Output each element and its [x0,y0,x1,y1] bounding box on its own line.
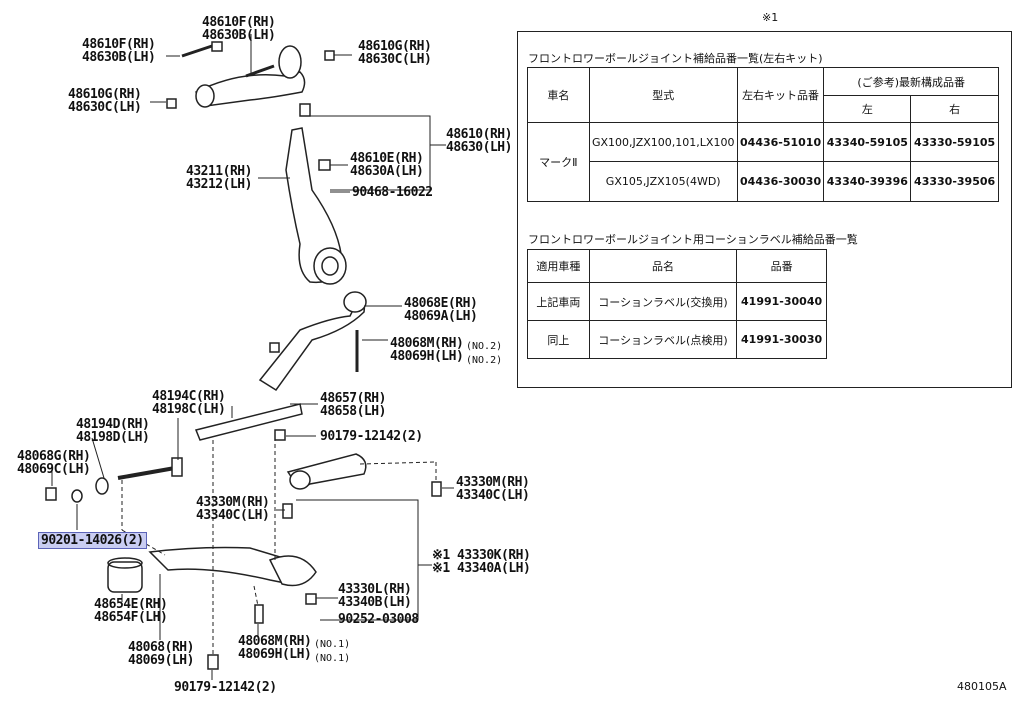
upper-arm-bushing-front [195,84,215,108]
cell-right: 43330-39506 [910,161,999,202]
label-no1-rh: (NO.1) [314,639,351,650]
parts-info-box [517,31,1012,388]
label-48194d: 48194D(RH) 48198D(LH) [76,417,150,445]
th-ref: (ご参考)最新構成品番 [823,67,999,96]
cell-kit: 04436-51010 [736,122,825,162]
cell-car-name: マークⅡ [527,122,590,202]
cell-model: GX105,JZX105(4WD) [588,161,738,202]
th-model: 型式 [588,67,738,123]
label-43330m-right: 43330M(RH) 43340C(LH) [456,475,530,503]
label-48068m-no1: 48068M(RH) 48069H(LH) [238,634,312,662]
label-90468: 90468-16022 [352,185,433,200]
label-48654e: 48654E(RH) 48654F(LH) [94,597,168,625]
table2-caption: フロントロワーボールジョイント用コーションラベル補給品番一覧 [528,233,858,246]
label-48068e: 48068E(RH) 48069A(LH) [404,296,478,324]
cell-vehicle: 同上 [527,320,590,359]
label-43211: 43211(RH) 43212(LH) [186,164,252,192]
cell-name: コーションラベル(点検用) [588,320,738,359]
cell-part: 41991-30040 [736,282,827,321]
label-48610g-top: 48610G(RH) 48630C(LH) [358,39,432,67]
label-43330l: 43330L(RH) 43340B(LH) [338,582,412,610]
upper-arm-bushing-rear [278,45,302,79]
label-no1-lh: (NO.1) [314,653,351,664]
th-name: 品名 [588,249,738,283]
label-90179-bottom: 90179-12142(2) [174,680,277,695]
cell-name: コーションラベル(交換用) [588,282,738,321]
cell-model: GX100,JZX100,101,LX100 [588,122,738,162]
stabilizer-plate [194,403,303,441]
label-48194c: 48194C(RH) 48198C(LH) [152,389,226,417]
label-no2-rh: (NO.2) [466,341,503,352]
lower-arm-bushing [107,561,143,593]
label-90252: 90252-03008 [338,612,419,627]
label-no2-lh: (NO.2) [466,355,503,366]
label-48657: 48657(RH) 48658(LH) [320,391,386,419]
label-43330m-mid: 43330M(RH) 43340C(LH) [196,495,270,523]
ball-joint-kit-table: 車名 型式 左右キット品番 (ご参考)最新構成品番 左 右 マークⅡ GX100… [527,67,999,202]
th-kit: 左右キット品番 [736,67,825,123]
label-48068g: 48068G(RH) 48069C(LH) [17,449,91,477]
th-right: 右 [910,95,999,123]
label-48068: 48068(RH) 48069(LH) [128,640,194,668]
th-car: 車名 [527,67,590,123]
label-90201-highlighted[interactable]: 90201-14026(2) [38,532,147,549]
label-43330k: ※1 43330K(RH) ※1 43340A(LH) [432,548,531,576]
label-90179-top: 90179-12142(2) [320,429,423,444]
cell-left: 43340-59105 [823,122,912,162]
label-48610e: 48610E(RH) 48630A(LH) [350,151,424,179]
label-48610f: 48610F(RH) 48630B(LH) [82,37,156,65]
label-48610: 48610(RH) 48630(LH) [446,127,512,155]
cell-part: 41991-30030 [736,320,827,359]
label-48068m-no2: 48068M(RH) 48069H(LH) [390,336,464,364]
caution-label-table: 適用車種 品名 品番 上記車両 コーションラベル(交換用) 41991-3004… [527,249,827,359]
figure-number: 480105A [957,680,1007,693]
table1-caption: フロントロワーボールジョイント補給品番一覧(左右キット) [528,52,823,65]
cell-kit: 04436-30030 [736,161,825,202]
note-mark: ※1 [762,11,779,24]
cell-left: 43340-39396 [823,161,912,202]
upper-control-arm [194,71,306,107]
label-48610g-left: 48610G(RH) 48630C(LH) [68,87,142,115]
th-part: 品番 [736,249,827,283]
label-48610f-top: 48610F(RH)48630B(LH) [202,15,276,43]
ball-joint-lower [268,555,317,587]
steering-knuckle [285,127,343,284]
th-left: 左 [823,95,912,123]
cell-vehicle: 上記車両 [527,282,590,321]
th-vehicle: 適用車種 [527,249,590,283]
cell-right: 43330-59105 [910,122,999,162]
